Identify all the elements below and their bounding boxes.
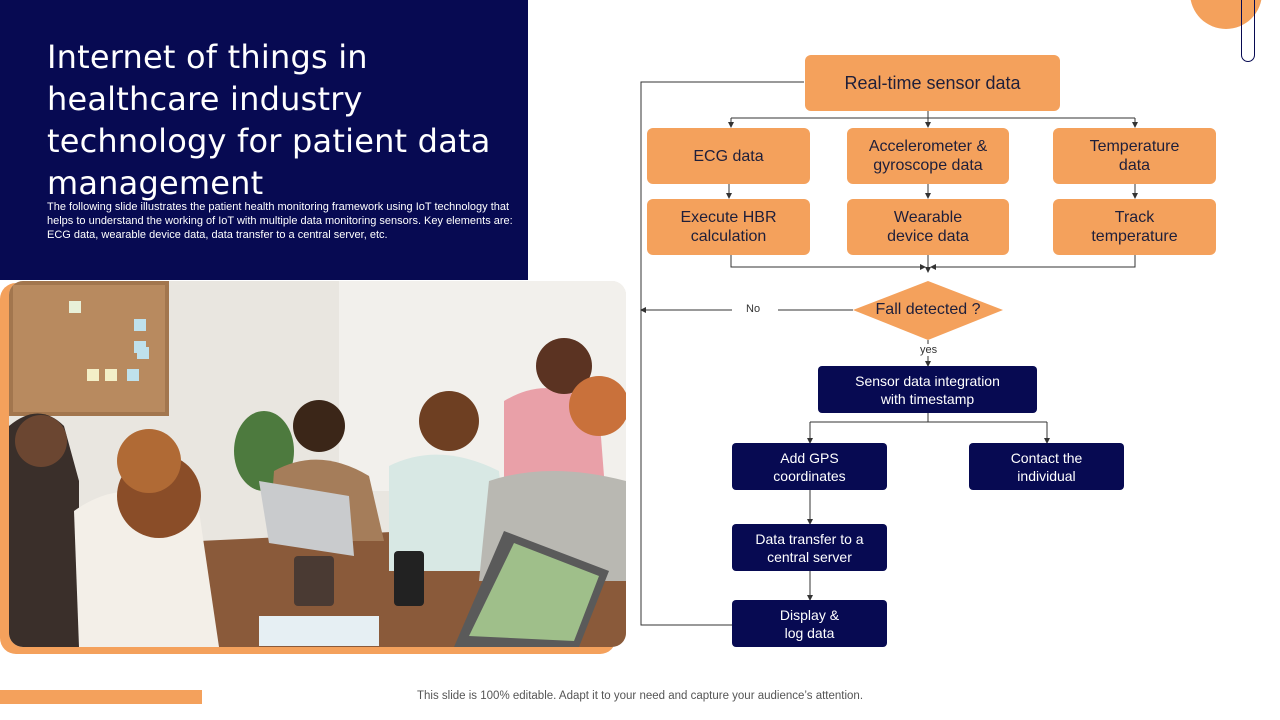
decorative-pill	[1241, 0, 1255, 62]
no-label: No	[742, 303, 765, 315]
title-panel: Internet of things in healthcare industr…	[0, 0, 528, 280]
arrow-track-to-merge	[930, 255, 1136, 270]
track-temperature-node: Track temperature	[1053, 199, 1216, 255]
contact-node: Contact the individual	[969, 443, 1124, 490]
temperature-node: Temperature data	[1053, 128, 1216, 184]
hbr-node: Execute HBR calculation	[647, 199, 810, 255]
fall-detected-label: Fall detected ?	[875, 301, 981, 318]
gps-node: Add GPS coordinates	[732, 443, 887, 490]
decision-diamond	[853, 281, 1003, 340]
wearable-node: Wearable device data	[847, 199, 1009, 255]
display-node: Display & log data	[732, 600, 887, 647]
ecg-data-node: ECG data	[647, 128, 810, 184]
footer-note: This slide is 100% editable. Adapt it to…	[416, 690, 864, 702]
bottom-accent-bar	[0, 690, 202, 704]
accelerometer-node: Accelerometer & gyroscope data	[847, 128, 1009, 184]
transfer-node: Data transfer to a central server	[732, 524, 887, 571]
arrow-hbr-to-merge	[730, 255, 926, 270]
yes-label: yes	[918, 344, 940, 356]
slide-title: Internet of things in healthcare industr…	[47, 38, 491, 202]
slide-subtitle: The following slide illustrates the pati…	[47, 201, 513, 241]
loop-back-line	[640, 81, 804, 626]
realtime-sensor-node: Real-time sensor data	[805, 55, 1060, 111]
integration-node: Sensor data integration with timestamp	[818, 366, 1037, 413]
team-meeting-photo	[9, 281, 626, 647]
